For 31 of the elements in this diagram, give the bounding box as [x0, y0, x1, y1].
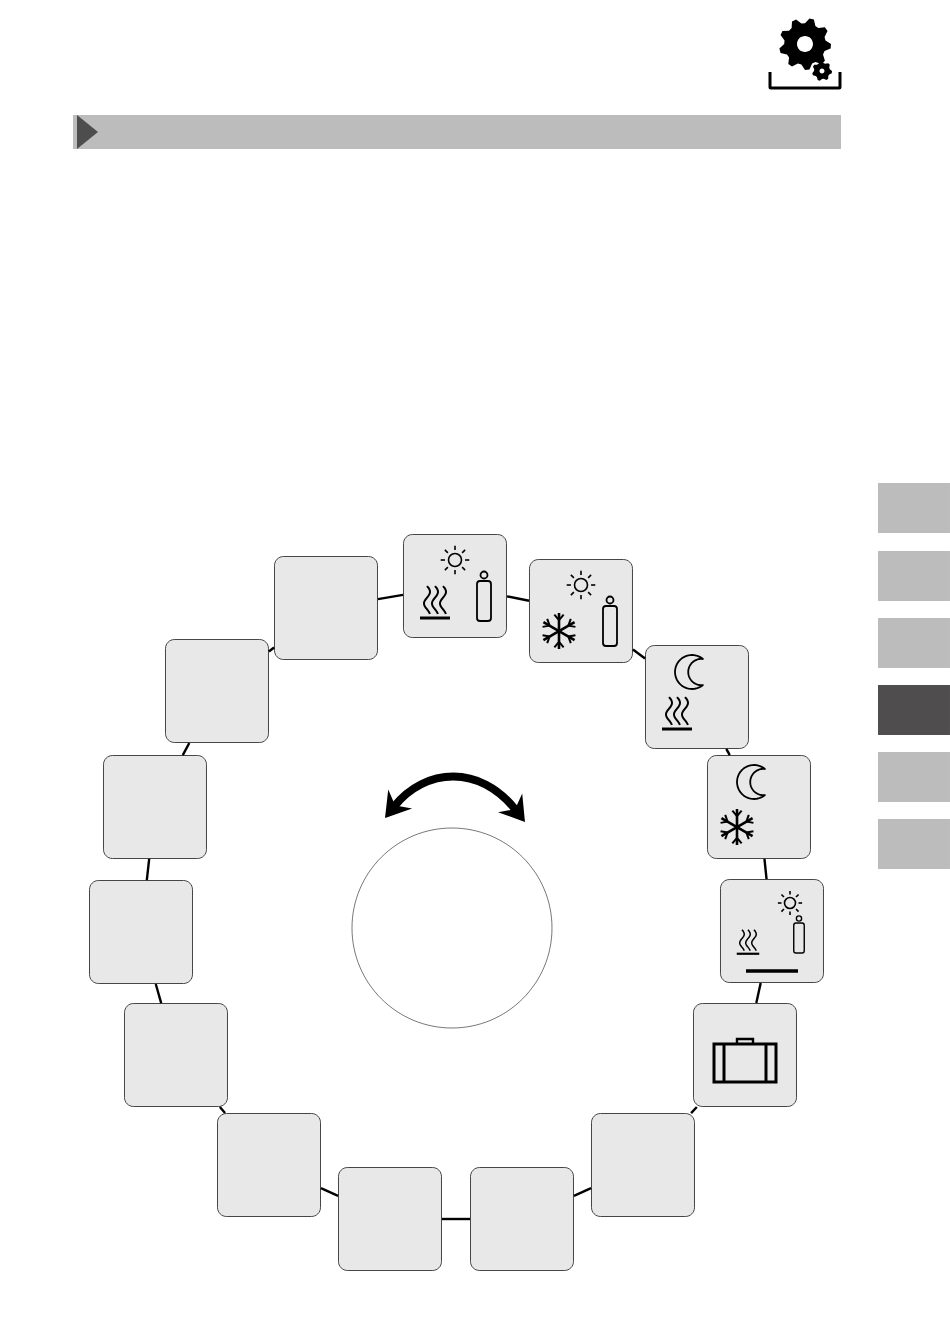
mode-box	[720, 879, 824, 983]
mode-box	[217, 1113, 321, 1217]
ring-line	[181, 742, 191, 756]
ring-line	[690, 1106, 698, 1114]
mode-box	[89, 880, 193, 984]
mode-box	[165, 639, 269, 743]
ring-line	[632, 648, 646, 660]
mode-box	[103, 755, 207, 859]
mode-box	[403, 534, 507, 638]
ring-line	[573, 1187, 592, 1197]
mode-box	[591, 1113, 695, 1217]
ring-line	[441, 1217, 471, 1221]
mode-box	[529, 559, 633, 663]
mode-box	[707, 755, 811, 859]
ring-line	[725, 748, 731, 756]
ring-line	[755, 982, 762, 1004]
ring-line	[268, 646, 275, 653]
mode-box	[470, 1167, 574, 1271]
ring-line	[154, 983, 163, 1004]
mode-box	[645, 645, 749, 749]
mode-box	[124, 1003, 228, 1107]
ring-line	[763, 858, 768, 880]
ring-line	[377, 593, 404, 601]
mode-box	[693, 1003, 797, 1107]
control-knob	[351, 827, 553, 1029]
mode-box	[338, 1167, 442, 1271]
ring-line	[320, 1187, 339, 1197]
ring-line	[145, 858, 151, 881]
mode-box	[274, 556, 378, 660]
ring-line	[218, 1106, 226, 1114]
ring-line	[506, 595, 530, 602]
